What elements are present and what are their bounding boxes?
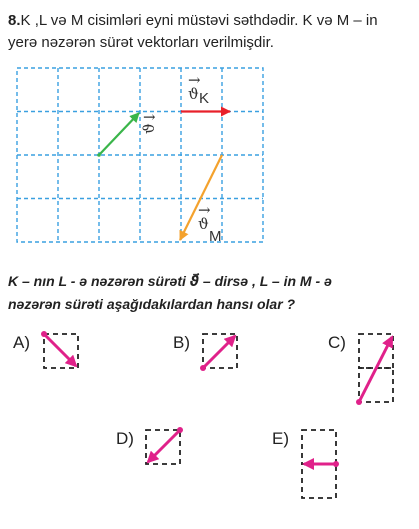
vector-m-label: ϑ: [198, 215, 209, 233]
vector-k-arrow-mark: →: [188, 71, 201, 89]
option-b-figure: [200, 333, 238, 371]
vector-m-arrow-mark: →: [198, 201, 211, 219]
option-d-label[interactable]: D): [116, 429, 134, 448]
question-line-1: K – nın L - ə nəzərən sürəti ϑ⃗ – dirsə …: [8, 273, 332, 289]
option-e-figure: [301, 429, 339, 499]
intro-line-2: yerə nəzərən sürət vektorları verilmişdi…: [8, 34, 274, 51]
vector-l-arrow-mark: →: [143, 108, 156, 126]
vector-l-origin: [97, 153, 101, 157]
problem-intro: 8.K ,L və M cisimləri eyni müstəvi səthd…: [8, 10, 413, 54]
option-a-label[interactable]: A): [13, 333, 30, 352]
vector-k-label: ϑ: [188, 85, 199, 103]
option-c-figure: [356, 333, 394, 405]
intro-line-1: K ,L və M cisimləri eyni müstəvi səthdəd…: [20, 12, 378, 29]
option-e-label[interactable]: E): [272, 429, 289, 448]
option-c-label[interactable]: C): [328, 333, 346, 352]
problem-number: 8.: [8, 12, 21, 29]
vector-l-label: ϑ: [140, 123, 158, 134]
vector-m-arrow: [179, 154, 223, 241]
option-d-figure: [145, 427, 183, 465]
option-b-label[interactable]: B): [173, 333, 190, 352]
vector-l-arrow: [98, 112, 140, 156]
question-text: K – nın L - ə nəzərən sürəti ϑ⃗ – dirsə …: [8, 270, 413, 316]
vector-k-subscript: K: [199, 90, 209, 107]
grid: [16, 67, 264, 243]
question-line-2: nəzərən sürəti aşağıdakılardan hansı ola…: [8, 296, 296, 312]
option-a-figure: [41, 331, 79, 369]
vector-m-subscript: M: [209, 228, 222, 245]
